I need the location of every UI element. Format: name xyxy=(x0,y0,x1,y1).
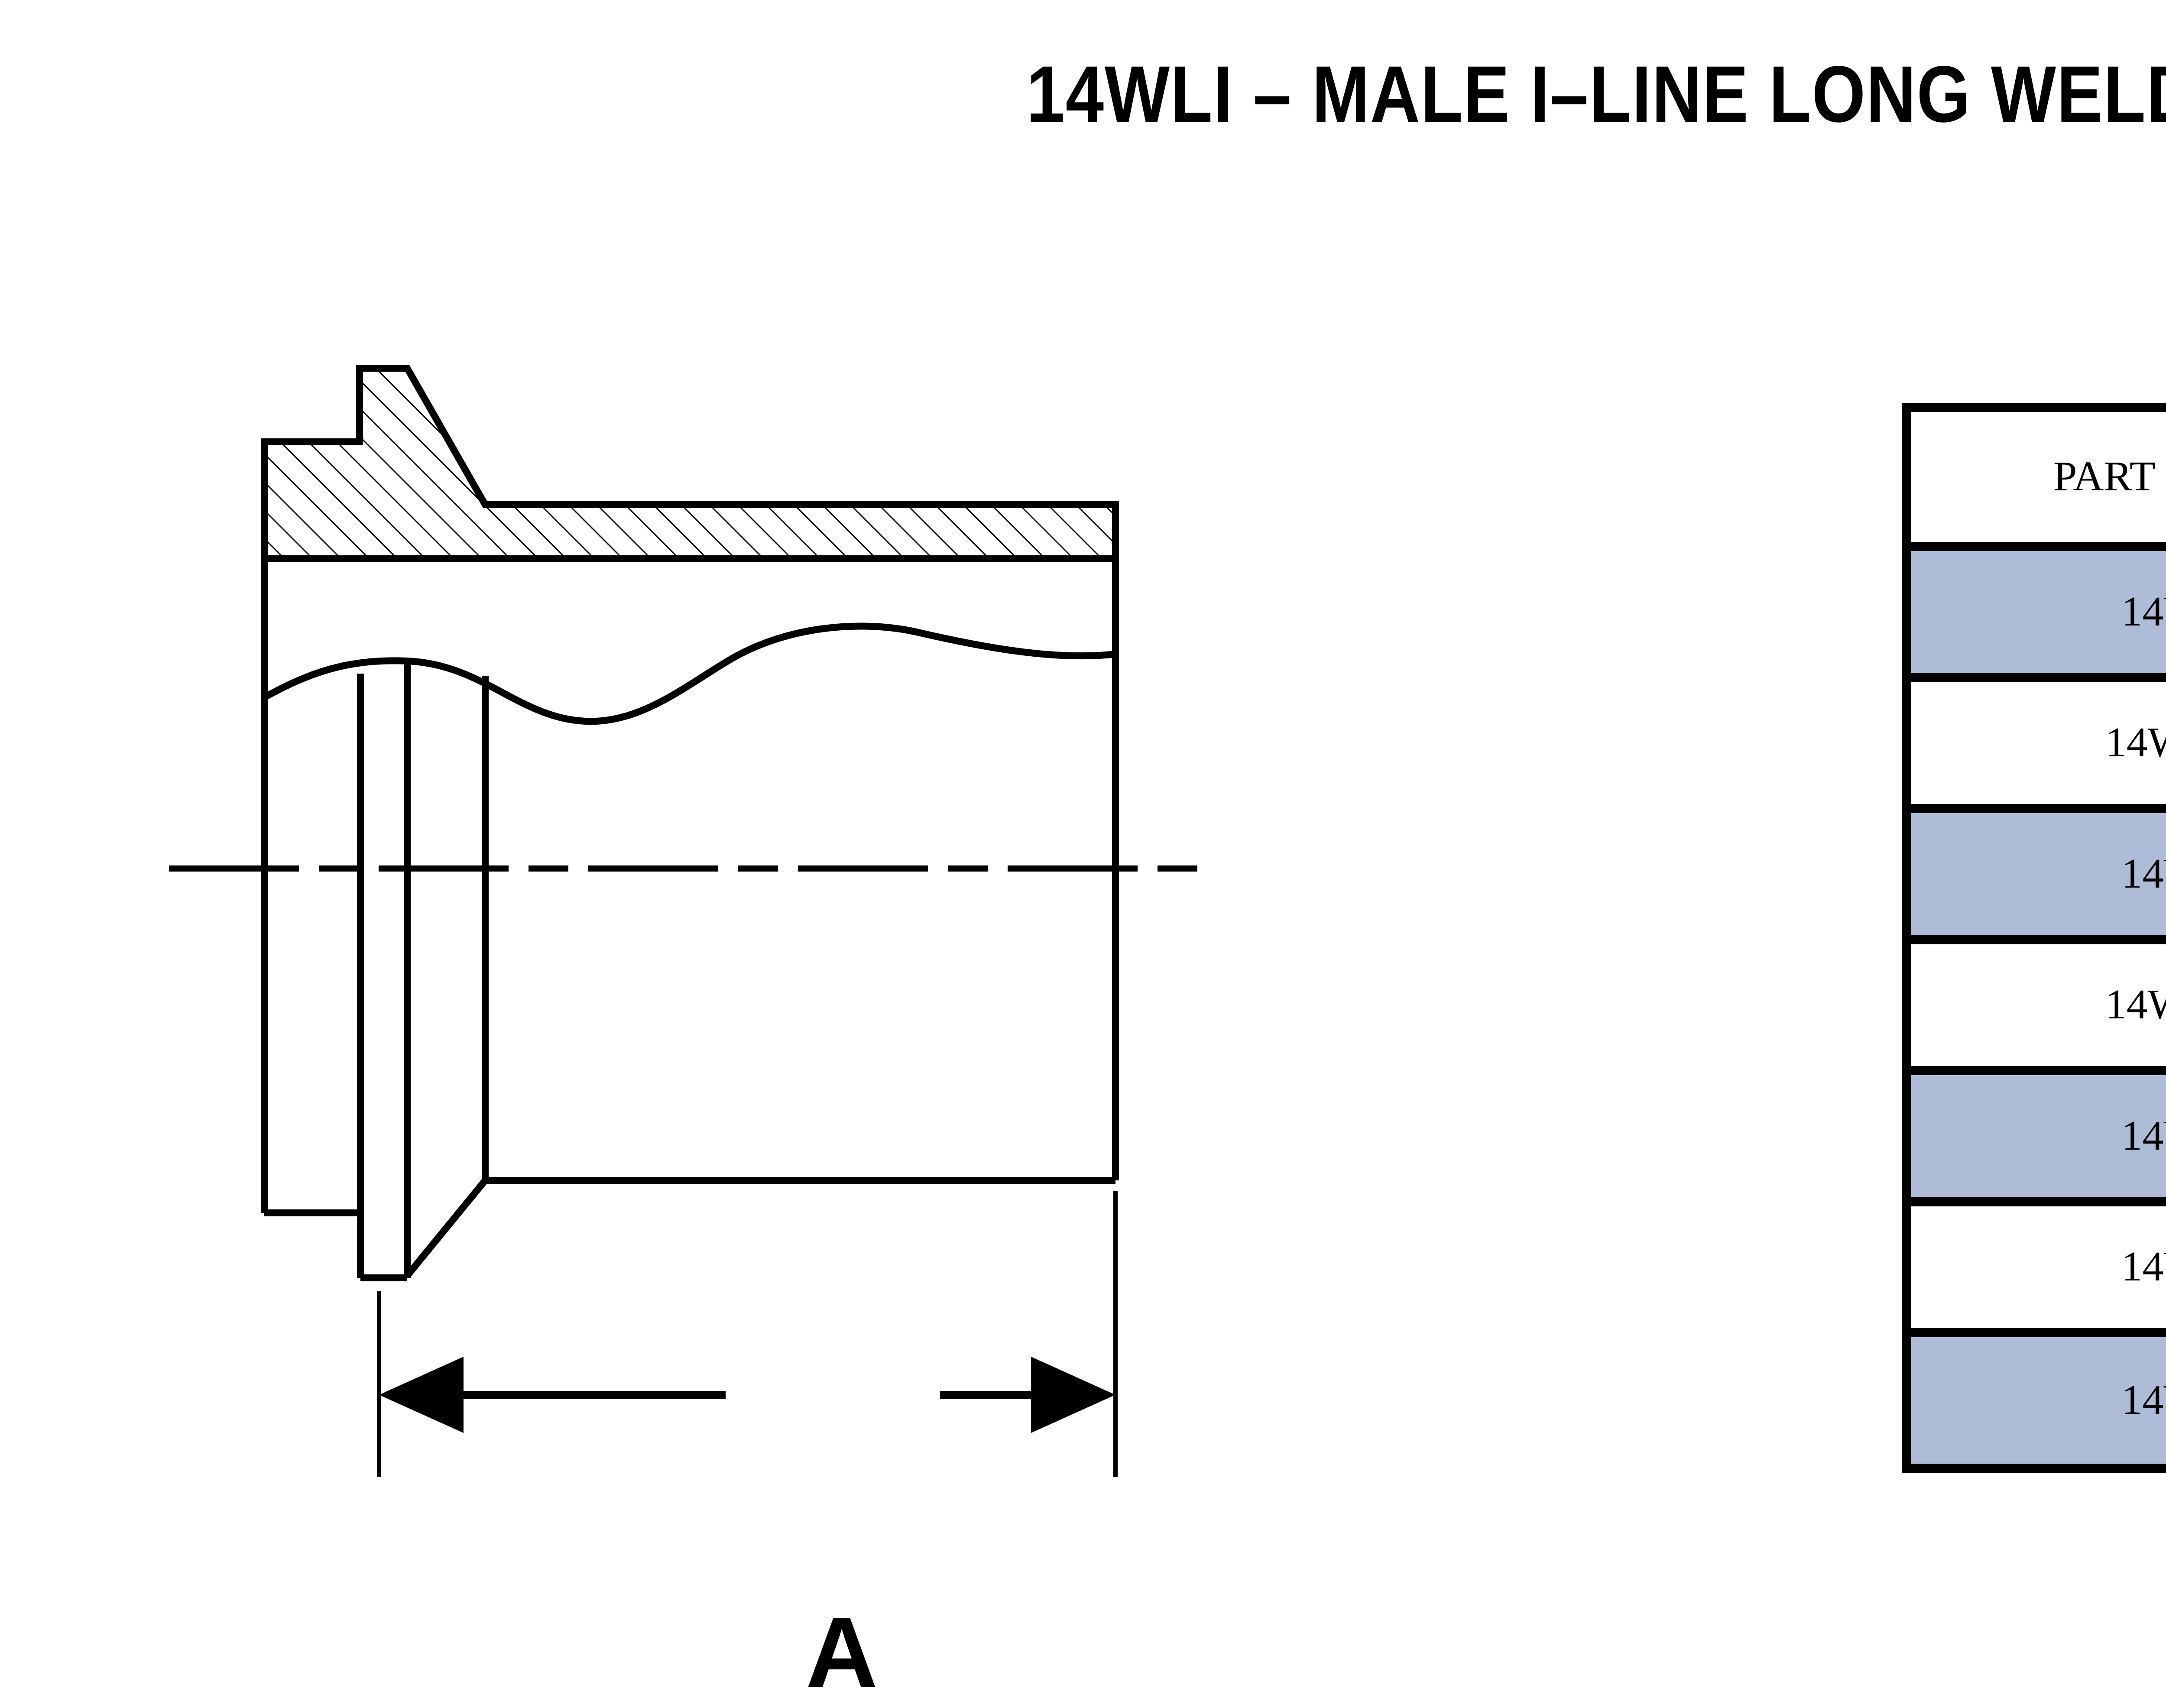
table-row: 14WLI-3 3 2.375 xyxy=(1911,1071,2166,1202)
table-row: 14WLI-1.5 1-1/2 1.843 xyxy=(1911,677,2166,809)
spec-table: PART NUMBER SIZE (inches) A (inches) 14W… xyxy=(1911,412,2166,1464)
table-header-row: PART NUMBER SIZE (inches) A (inches) xyxy=(1911,412,2166,547)
cell-part-number: 14WLI-2.5 xyxy=(1911,940,2166,1071)
ferrule-cross-section-svg xyxy=(165,355,1274,1490)
arrow-right-icon xyxy=(1031,1357,1115,1433)
page-title: 14WLI – MALE I–LINE LONG WELD FERRULE xyxy=(250,49,2166,140)
dimension-label-a: A xyxy=(806,1603,878,1702)
cell-part-number: 14WLI-6 xyxy=(1911,1333,2166,1464)
table-row: 14WLI-1 1 1.562 xyxy=(1911,547,2166,678)
chamfer-lower xyxy=(407,1180,485,1276)
table-header: PART NUMBER SIZE (inches) A (inches) xyxy=(1911,412,2166,547)
break-line-wave xyxy=(264,626,1115,722)
table-row: 14WLI-2 2 2.062 xyxy=(1911,809,2166,940)
cell-part-number: 14WLI-4 xyxy=(1911,1202,2166,1333)
cell-part-number: 14WLI-3 xyxy=(1911,1071,2166,1202)
column-header-part-number: PART NUMBER xyxy=(1911,412,2166,547)
table-row: 14WLI-2.5 2-1/2 2.500 xyxy=(1911,940,2166,1071)
column-header-part-number-label: PART NUMBER xyxy=(1911,453,2166,501)
table-body: 14WLI-1 1 1.562 14WLI-1.5 1-1/2 1.843 14… xyxy=(1911,547,2166,1464)
cell-part-number: 14WLI-1 xyxy=(1911,547,2166,678)
table-row: 14WLI-6 6 3.813 xyxy=(1911,1333,2166,1464)
arrow-left-icon xyxy=(379,1357,464,1433)
table-row: 14WLI-4 4 2.688 xyxy=(1911,1202,2166,1333)
section-hatch-region xyxy=(264,368,1115,559)
technical-drawing: A xyxy=(165,355,1274,1490)
cell-part-number: 14WLI-1.5 xyxy=(1911,677,2166,809)
cell-part-number: 14WLI-2 xyxy=(1911,809,2166,940)
spec-table-container: PART NUMBER SIZE (inches) A (inches) 14W… xyxy=(1902,403,2166,1473)
